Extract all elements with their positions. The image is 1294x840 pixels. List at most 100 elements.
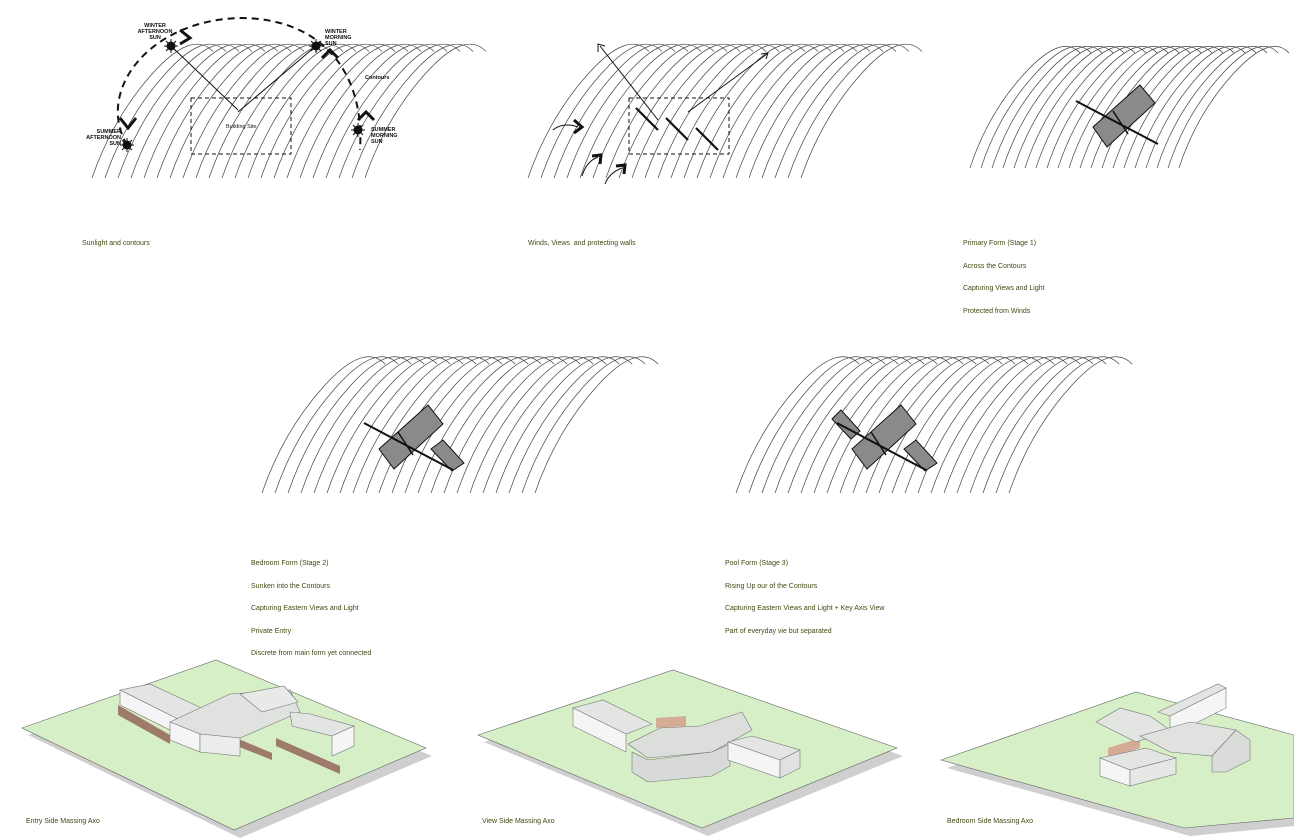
contour-line [1123,45,1235,169]
sun-icon [120,138,134,152]
caption-line: Rising Up our of the Contours [725,582,818,590]
contour-line [605,43,728,179]
contour-line [273,43,396,179]
caption-line: Protected from Winds [963,307,1031,315]
mass-roof [627,711,753,759]
building-site-boundary [190,97,292,155]
caption-bedroom: Bedroom Form (Stage 2) Sunken into the C… [251,545,371,665]
winter-afternoon-ray [170,45,239,111]
contour-line [286,43,409,179]
axo-entry-side [21,659,432,838]
wall-dark [656,716,686,728]
contour-line [313,356,438,494]
contour-line [326,356,451,494]
wall [870,431,887,456]
contour-line [657,43,780,179]
caption-axo-view: View Side Massing Axo [482,803,555,833]
contour-line [670,43,793,179]
contour-line [735,356,860,494]
contour-line [391,356,516,494]
caption-line: Capturing Eastern Views and Light [251,605,359,612]
protecting-wall [635,107,659,131]
contour-line [352,356,477,494]
winter-morning-ray [237,45,317,113]
contours-winds [527,43,923,179]
contour-line [1008,356,1133,494]
caption-line: Part of everyday vie but separated [725,627,832,635]
caption-line: View Side Massing Axo [482,818,555,825]
contour-line [482,356,607,494]
contour-line [364,43,487,179]
contours-pool [735,356,1133,494]
caption-line: Primary Form (Stage 1) [963,240,1037,247]
contour-line [696,43,819,179]
contour-line [1079,45,1191,169]
contour-line [735,43,858,179]
mass-wall [199,733,241,757]
contour-line [980,45,1092,169]
arrow-head-icon [760,52,769,60]
primary-form-mass [378,404,444,470]
contour-line [1145,45,1257,169]
contour-line [774,356,899,494]
contour-line [169,43,292,179]
wind-arrow [552,124,579,131]
contour-line [104,43,227,179]
bedroom-form-mass [430,439,465,472]
contour-line [300,356,425,494]
contour-line [813,356,938,494]
winds-views-group [552,43,769,185]
contour-line [800,43,923,179]
wall-dark [118,705,170,744]
primary-wall [1112,110,1129,135]
contour-line [592,43,715,179]
glazed-wall [1211,729,1251,773]
axo-view-side [477,669,903,836]
contour-line [540,43,663,179]
mass-wall [331,725,355,757]
contour-line [774,43,897,179]
contour-line [995,356,1120,494]
contour-line [247,43,370,179]
contour-line [221,43,344,179]
label-contours: Contours [365,75,389,81]
caption-line: Across the Contours [963,262,1027,270]
mass-wall [1129,757,1177,787]
contour-line [521,356,646,494]
contour-line [469,356,594,494]
contour-line [351,43,474,179]
caption-pool: Pool Form (Stage 3) Rising Up our of the… [725,545,884,643]
wall-dark [276,738,340,774]
contours-primary [969,45,1290,169]
primary-form-mass [851,404,917,470]
contour-line [748,43,871,179]
caption-line: Capturing Eastern Views and Light + Key … [725,605,885,612]
caption-line: Bedroom Side Massing Axo [947,818,1033,825]
caption-line: Private Entry [251,627,292,635]
contour-line [312,43,435,179]
contour-line [1112,45,1224,169]
contour-line [1057,45,1169,169]
caption-line: Sunken into the Contours [251,582,330,590]
mass-wall [572,707,627,753]
axo-bedroom-side [939,683,1294,836]
contour-line [1002,45,1114,169]
contour-line [991,45,1103,169]
arrow-head-icon [573,118,585,135]
contour-line [865,356,990,494]
contour-line [969,45,1081,169]
contour-line [91,43,214,179]
pool-form-group [831,404,938,472]
contour-line [631,43,754,179]
contour-line [761,43,884,179]
primary-form-group [1075,84,1159,148]
contour-line [325,43,448,179]
caption-axo-bedroom: Bedroom Side Massing Axo [947,803,1033,833]
contour-line [339,356,464,494]
pool-form-mass [831,409,861,440]
view-arrow [687,53,768,113]
contour-line [722,43,845,179]
contour-line [1134,45,1246,169]
